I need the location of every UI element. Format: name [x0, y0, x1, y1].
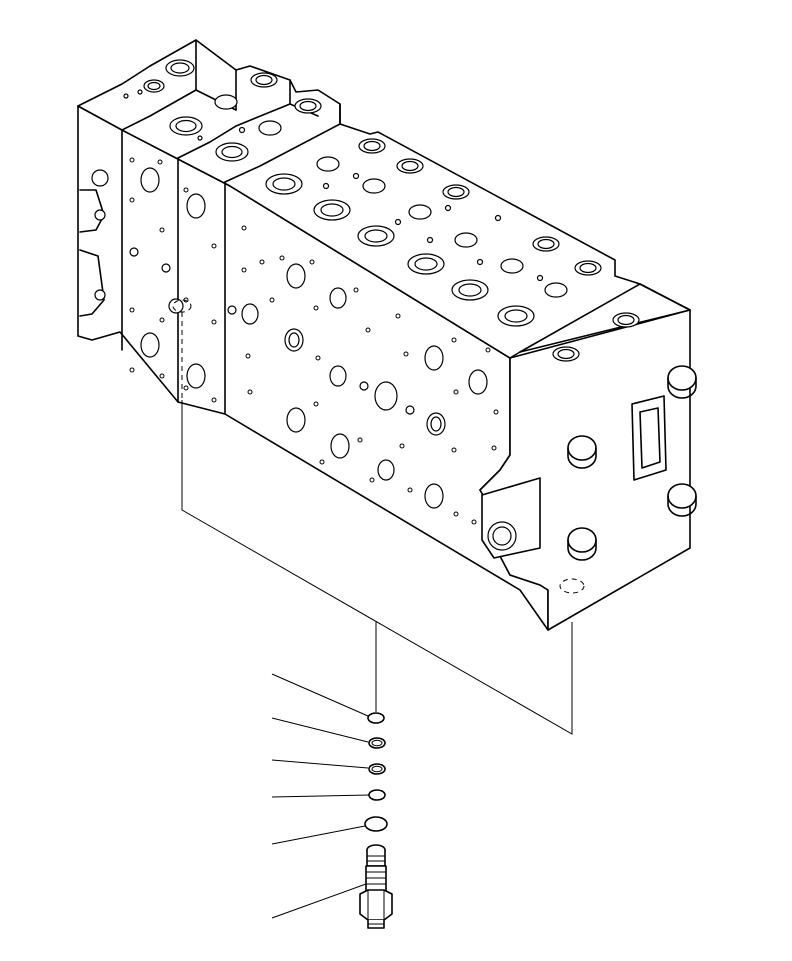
- leader-line-1: [271, 673, 369, 717]
- front-small-holes: [129, 157, 499, 525]
- o-ring-1: [367, 712, 385, 724]
- o-ring-2: [368, 737, 386, 749]
- cap-bolt-2: [567, 435, 597, 469]
- explosion-lines: [181, 400, 573, 735]
- top-ports: [123, 59, 640, 362]
- cap-bolt-3: [667, 483, 697, 517]
- cap-bolt-4: [567, 527, 597, 561]
- leader-line-4: [271, 794, 370, 798]
- front-holes: [129, 167, 488, 509]
- o-ring-5: [364, 816, 388, 832]
- valve-body: [77, 39, 697, 631]
- leader-line-2: [271, 717, 369, 743]
- leader-line-6: [271, 883, 367, 919]
- relief-valve: [359, 844, 393, 929]
- leader-lines: [271, 673, 370, 919]
- leader-line-3: [271, 759, 369, 769]
- o-ring-4: [368, 789, 386, 801]
- o-ring-3: [368, 763, 386, 775]
- leader-line-5: [271, 825, 366, 845]
- cap-bolt-1: [667, 365, 697, 399]
